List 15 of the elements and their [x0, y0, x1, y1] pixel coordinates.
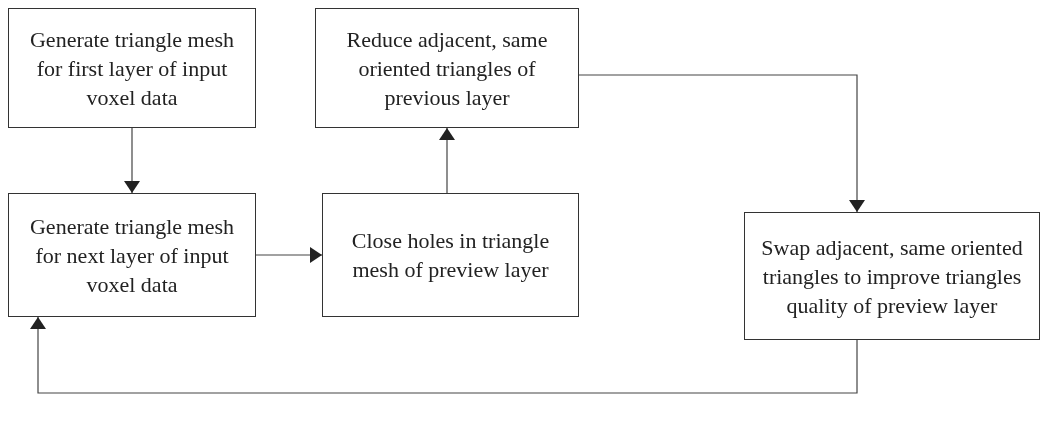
process-box: [322, 193, 579, 317]
arrow: [439, 127, 455, 194]
arrow: [124, 127, 140, 194]
process-box: [744, 212, 1040, 340]
box-text: Close holes in triangle mesh of preview layer: [350, 227, 551, 284]
box-text: Swap adjacent, same oriented triangles to improve triangles quality of preview layer: [760, 233, 1024, 320]
process-box: [315, 8, 579, 128]
process-box: [8, 193, 256, 317]
process-box: [8, 8, 256, 128]
arrow: [578, 74, 865, 213]
box-text: Reduce adjacent, same oriented triangles of previous layer: [345, 25, 549, 112]
box-text: Generate triangle mesh for first layer of input voxel data: [29, 25, 235, 112]
box-text: Generate triangle mesh for next layer of input voxel data: [29, 212, 235, 299]
arrow: [30, 316, 858, 394]
arrow: [255, 247, 323, 263]
